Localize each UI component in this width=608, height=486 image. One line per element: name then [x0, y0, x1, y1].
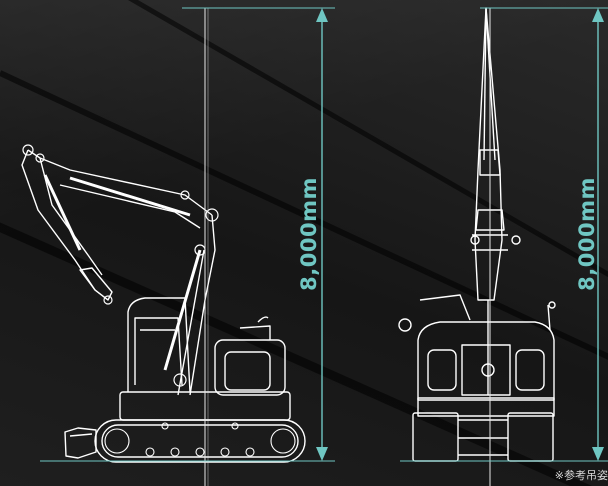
- right-height-label: 8,000mm: [574, 177, 599, 291]
- front-view-excavator: [398, 7, 556, 462]
- left-height-dimension: [40, 7, 335, 462]
- left-height-label: 8,000mm: [296, 177, 321, 291]
- side-view-excavator: [21, 144, 306, 463]
- reference-footnote: ※参考吊姿: [554, 469, 608, 482]
- right-height-dimension: [400, 7, 608, 462]
